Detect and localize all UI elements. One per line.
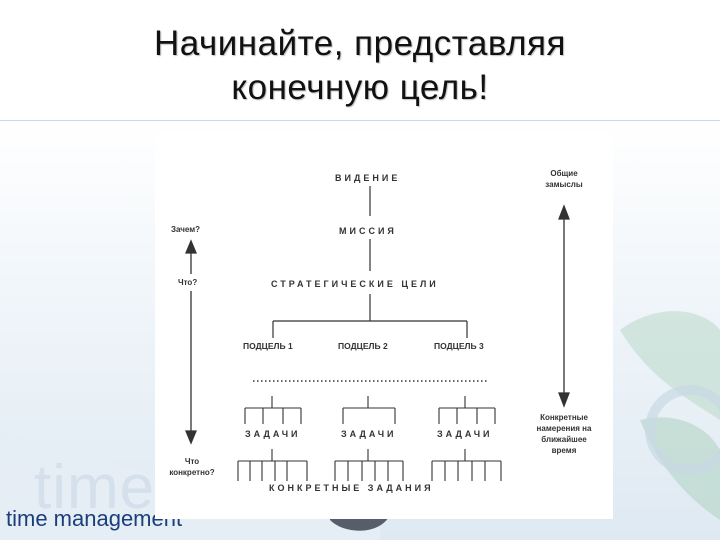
subgoal-3: ПОДЦЕЛЬ 3 (434, 341, 484, 351)
subgoal-2: ПОДЦЕЛЬ 2 (338, 341, 388, 351)
right-axis-concrete-intentions: Конкретные намерения на ближайшее время (527, 412, 601, 456)
title-line-1: Начинайте, представляя (154, 24, 566, 63)
right-axis-general-ideas: Общие замыслы (536, 168, 592, 190)
concrete-bracket-1 (237, 449, 308, 481)
right-axis-top-line2: замыслы (545, 180, 583, 189)
right-axis-bottom-line2: намерения на (536, 424, 592, 433)
title-band (0, 0, 720, 121)
tasks-1: ЗАДАЧИ (245, 429, 301, 439)
concrete-bracket-3 (431, 449, 502, 481)
level-mission: МИССИЯ (339, 226, 397, 236)
task-group-1 (244, 396, 302, 424)
right-axis-top-line1: Общие (550, 169, 578, 178)
tasks-3: ЗАДАЧИ (437, 429, 493, 439)
level-concrete-tasks: КОНКРЕТНЫЕ ЗАДАНИЯ (269, 483, 434, 493)
title-line-2: конечную цель! (231, 68, 489, 107)
tasks-2: ЗАДАЧИ (341, 429, 397, 439)
footer-text: time management (6, 506, 183, 531)
left-axis-bottom-line2: конкретно? (169, 468, 215, 477)
left-axis-what: Что? (178, 278, 198, 287)
left-axis-what-concretely: Что конкретно? (167, 456, 217, 478)
goal-hierarchy-diagram: ВИДЕНИЕ МИССИЯ СТРАТЕГИЧЕСКИЕ ЦЕЛИ ПОДЦЕ… (155, 131, 613, 519)
subgoal-1: ПОДЦЕЛЬ 1 (243, 341, 293, 351)
decor-ring (645, 385, 720, 475)
level-vision: ВИДЕНИЕ (335, 173, 401, 183)
left-axis-arrow (185, 239, 197, 445)
decor-leaf-1 (620, 311, 720, 420)
left-axis-why: Зачем? (171, 225, 201, 234)
right-axis-bottom-line3: ближайшее (541, 435, 587, 444)
task-group-2 (342, 396, 396, 424)
task-group-3 (438, 396, 496, 424)
right-axis-arrow (558, 204, 570, 408)
diagram-lines (185, 186, 570, 481)
left-axis-bottom-line1: Что (184, 457, 200, 466)
slide-title: Начинайте, представляя конечную цель! (0, 22, 720, 110)
level-strategic-goals: СТРАТЕГИЧЕСКИЕ ЦЕЛИ (271, 279, 439, 289)
right-axis-bottom-line4: время (551, 446, 577, 455)
concrete-bracket-2 (334, 449, 404, 481)
right-axis-bottom-line1: Конкретные (540, 413, 588, 422)
